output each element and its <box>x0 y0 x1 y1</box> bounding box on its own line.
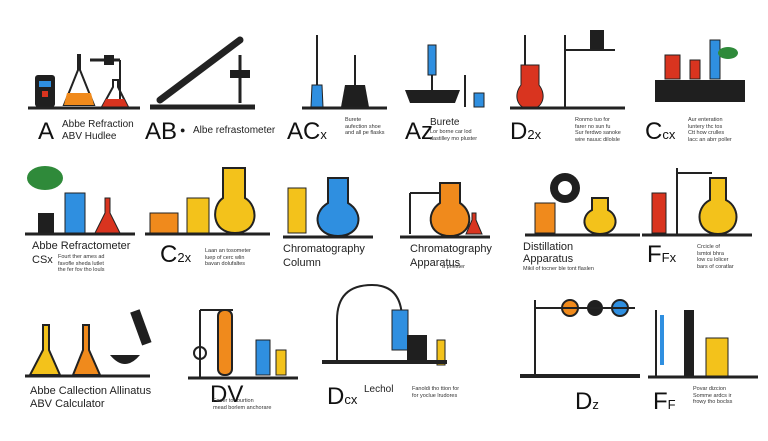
flask-stand-illustration <box>510 30 625 110</box>
tile-chromatography-apparatus: Chromatography Apparatus a phester <box>400 158 528 304</box>
test-tube-stand-illustration <box>188 309 298 380</box>
tile-distillation-apparatus: Distillation Apparatus Mikil of tocner b… <box>520 158 648 304</box>
chromatography-column-illustration <box>283 177 373 239</box>
tile-note: a phester <box>442 264 465 270</box>
tile-ccx: Ccx Aur enteration luntery thc tos Ctt h… <box>640 15 768 161</box>
tile-d2x: D2x Ronmo tuo for farer no sun fu Sur fe… <box>505 15 633 161</box>
tile-note: Lor borne car lod dastilley mo pluster <box>430 129 478 142</box>
tile-note: Aur enteration luntery thc tos Ctt how c… <box>688 117 732 143</box>
tile-c2x: C2x Laan an tosometer luep of cerc wlin … <box>145 158 273 304</box>
burette-stand-illustration <box>405 44 485 108</box>
apparatus-illustration <box>322 283 447 366</box>
tile-chromatography-column: Chromatography Column <box>283 158 411 304</box>
tile-letter: Dz <box>575 388 599 415</box>
microscope-flasks-illustration <box>25 309 152 378</box>
rotary-apparatus-illustration <box>520 299 640 378</box>
tile-note: Laan an tosometer luep of cerc wlin bava… <box>205 248 251 267</box>
tile-label: Abbe Callection Allinatus <box>30 385 152 397</box>
tile-abbe-callection: Abbe Callection Allinatus ABV Calculator <box>25 295 153 441</box>
tile-note: Crcicle of lsmtoi bhra low cu lolicer ba… <box>697 244 734 270</box>
distillation-apparatus-illustration <box>525 173 640 237</box>
tile-note: Fourt ther ames ad favofle sheda lutlet … <box>58 254 105 273</box>
tile-letter: AB <box>145 118 178 145</box>
tile-note: Povar dizcion Somme ardcs ir frowy tho b… <box>693 386 733 405</box>
tile-sublabel: Apparatus <box>410 257 461 269</box>
tile-note: Mikil of tocner ble tont flaslen <box>523 266 594 272</box>
plant-flasks-illustration <box>25 166 135 236</box>
tile-sublabel: ABV Calculator <box>30 398 105 410</box>
tile-dv: DV Fouer tor burtion mead borlem anchora… <box>188 295 316 441</box>
bottle-beaker-illustration <box>648 310 758 379</box>
tile-letter: Az <box>405 118 434 145</box>
tile-label: Abbe Refraction <box>62 119 134 130</box>
flask-stand-illustration <box>642 168 752 237</box>
tile-letter: FFx <box>647 241 677 268</box>
tile-dz: Dz <box>515 290 643 436</box>
tile-abbe-refractometer: Abbe Refractometer CSx Fourt ther ames a… <box>20 158 148 304</box>
tile-dcx: Dcx Lechol Fanoldi tho ttion for for yoc… <box>322 280 459 426</box>
tile-letter: Ccx <box>645 118 676 145</box>
tile-letter: ACx <box>287 118 327 145</box>
tile-label: Chromatography <box>410 243 492 255</box>
tile-abbe-refraction: A Abbe Refraction ABV Hudlee <box>20 15 148 161</box>
tile-burete: Az Burete Lor borne car lod dastilley mo… <box>400 15 528 161</box>
tile-label: Distillation <box>523 241 574 253</box>
tile-letter: A <box>38 118 55 145</box>
tile-label: Abbe Refractometer <box>32 240 131 252</box>
tile-letter: D2x <box>510 118 542 145</box>
tile-note: Burete aufection shoe and all pe flasks <box>345 117 385 136</box>
tile-letter: DV <box>210 381 244 408</box>
distillation-illustration <box>400 182 490 239</box>
tile-label: Chromatography <box>283 243 365 255</box>
tile-label: Burete <box>430 117 460 128</box>
tile-ffx: FFx Crcicle of lsmtoi bhra low cu lolice… <box>642 158 768 304</box>
burette-clamp-illustration <box>150 36 255 110</box>
burette-illustration <box>302 35 387 110</box>
tile-ff: FF Povar dizcion Somme ardcs ir frowy th… <box>648 290 768 436</box>
tile-note: Ronmo tuo for farer no sun fu Sur ferdwo… <box>575 117 621 143</box>
tile-sublabel: ABV Hudlee <box>62 131 117 142</box>
tile-burete-flasks: ACx Burete aufection shoe and all pe fla… <box>287 15 415 161</box>
tile-label: Lechol <box>364 384 394 395</box>
tile-letter: C2x <box>160 241 192 268</box>
tile-note: Fouer tor burtion mead borlem anchorare <box>213 398 272 411</box>
dot-icon: ● <box>180 125 186 135</box>
tile-letter: FF <box>653 388 676 415</box>
tile-sublabel: CSx <box>32 254 53 266</box>
refractometer-illustration <box>28 54 140 110</box>
tile-sublabel: Apparatus <box>523 253 574 265</box>
tile-label: Albe refrastometer <box>193 125 276 136</box>
tile-letter: Dcx <box>327 383 358 410</box>
tile-note: Fanoldi tho ttion for for yoclue lrudore… <box>412 386 460 399</box>
tile-sublabel: Column <box>283 257 321 269</box>
flasks-illustration <box>145 167 270 236</box>
flasks-plant-illustration <box>655 39 745 102</box>
tile-albe-refrastometer: AB ● Albe refrastometer <box>145 15 276 161</box>
